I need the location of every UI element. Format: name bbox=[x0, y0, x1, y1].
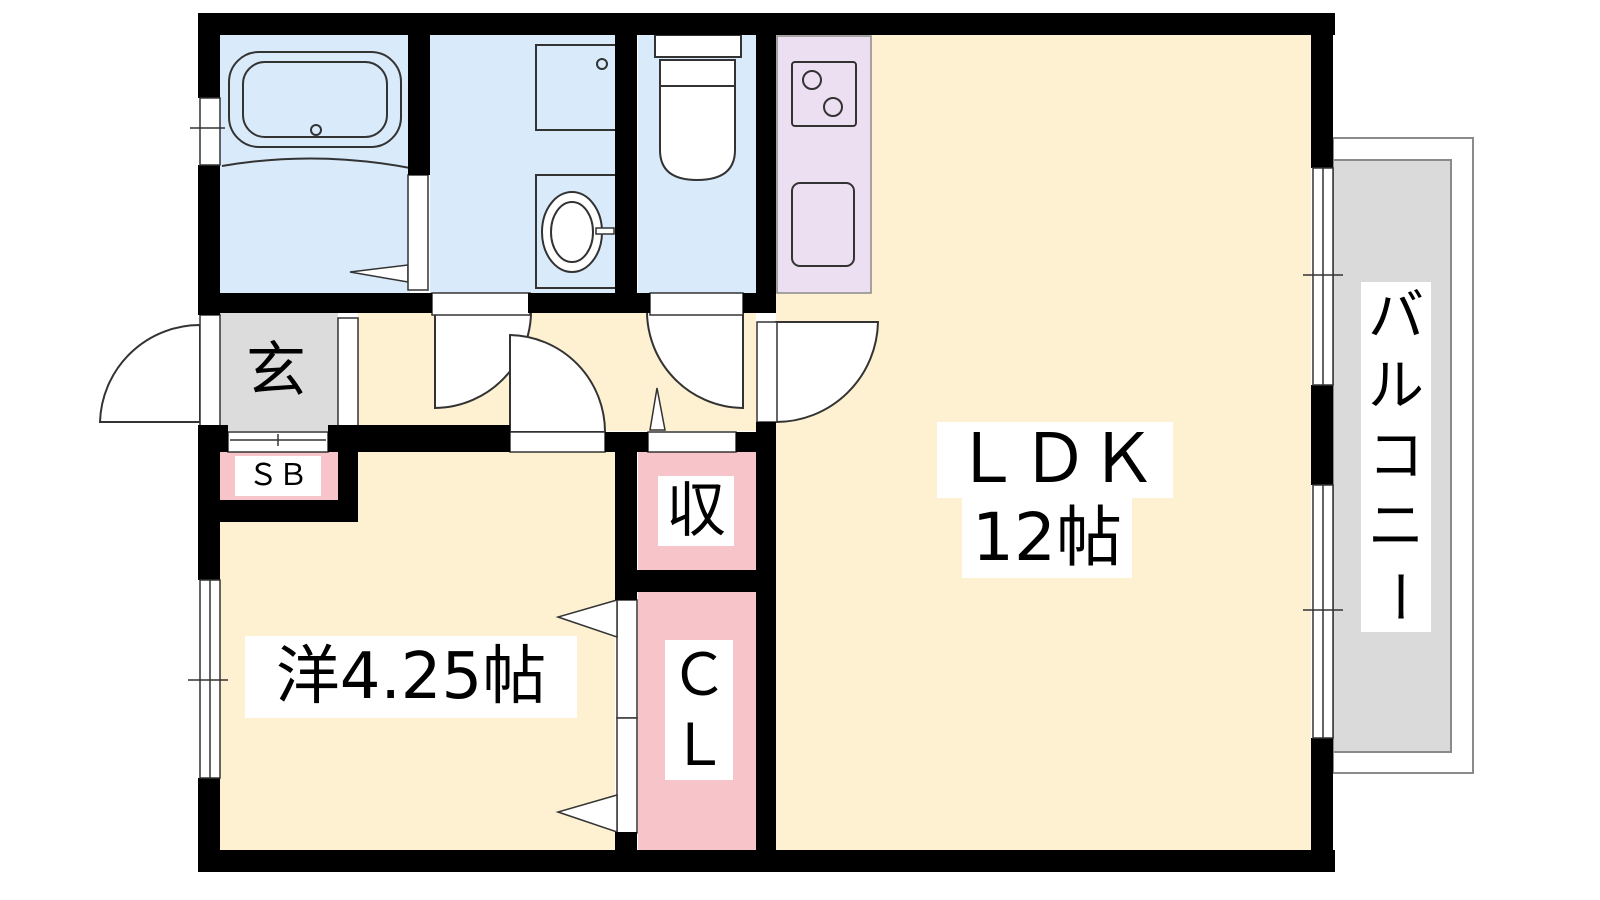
toilet-bowl bbox=[659, 85, 736, 182]
western-room-door bbox=[509, 333, 607, 433]
entrance-step bbox=[337, 317, 359, 427]
toilet-tank bbox=[654, 34, 742, 58]
walls bbox=[198, 13, 1335, 872]
western-room-door-frame bbox=[509, 431, 606, 453]
closet-door-upper bbox=[616, 599, 638, 719]
label-genkan: 玄 bbox=[240, 335, 312, 407]
washroom-door bbox=[434, 296, 533, 410]
sink-inner bbox=[550, 201, 594, 263]
label-ldk: ＬＤＫ bbox=[937, 422, 1173, 498]
ldk-door-frame bbox=[756, 321, 778, 423]
label-ldk-size: 12帖 bbox=[962, 498, 1132, 578]
cooktop bbox=[791, 61, 857, 127]
closet-door-lower bbox=[616, 717, 638, 834]
window-bathroom bbox=[199, 97, 221, 166]
bath-floor-line bbox=[221, 157, 411, 169]
toilet-door bbox=[645, 296, 744, 410]
front-door-frame bbox=[199, 314, 221, 428]
kitchen-sink bbox=[791, 182, 855, 267]
burner-left-icon bbox=[802, 70, 822, 90]
toilet-seat-base bbox=[659, 59, 736, 87]
label-balcony-char: ニ bbox=[1368, 494, 1424, 559]
bath-door-panel bbox=[407, 174, 429, 291]
label-balcony-char: コ bbox=[1368, 424, 1424, 489]
label-balcony-char: ー bbox=[1364, 569, 1429, 625]
label-closet-l: Ｌ bbox=[665, 710, 733, 780]
storage-door-frame bbox=[647, 431, 737, 453]
label-balcony-char: ル bbox=[1368, 354, 1424, 419]
label-closet-c: Ｃ bbox=[665, 640, 733, 710]
bathtub bbox=[228, 51, 402, 148]
faucet bbox=[595, 227, 615, 235]
bathroom bbox=[220, 35, 410, 295]
washing-machine-drain bbox=[596, 58, 608, 70]
closet-door-wedge-upper bbox=[555, 599, 618, 639]
closet-door-wedge-lower bbox=[555, 794, 618, 834]
front-door bbox=[98, 323, 201, 423]
burner-right-icon bbox=[823, 97, 843, 117]
label-western-room: 洋4.25帖 bbox=[245, 636, 577, 718]
bathtub-inner bbox=[242, 61, 388, 138]
label-balcony: バ ル コ ニ ー bbox=[1361, 282, 1431, 632]
bathtub-drain bbox=[310, 124, 322, 136]
toilet-door-frame bbox=[649, 292, 744, 316]
ldk-door bbox=[775, 321, 880, 424]
label-shoe-box: ＳＢ bbox=[235, 456, 321, 496]
label-storage: 収 bbox=[658, 476, 734, 546]
washroom-door-frame bbox=[431, 292, 531, 316]
storage-door-wedge bbox=[649, 387, 666, 431]
label-balcony-char: バ bbox=[1368, 284, 1424, 349]
